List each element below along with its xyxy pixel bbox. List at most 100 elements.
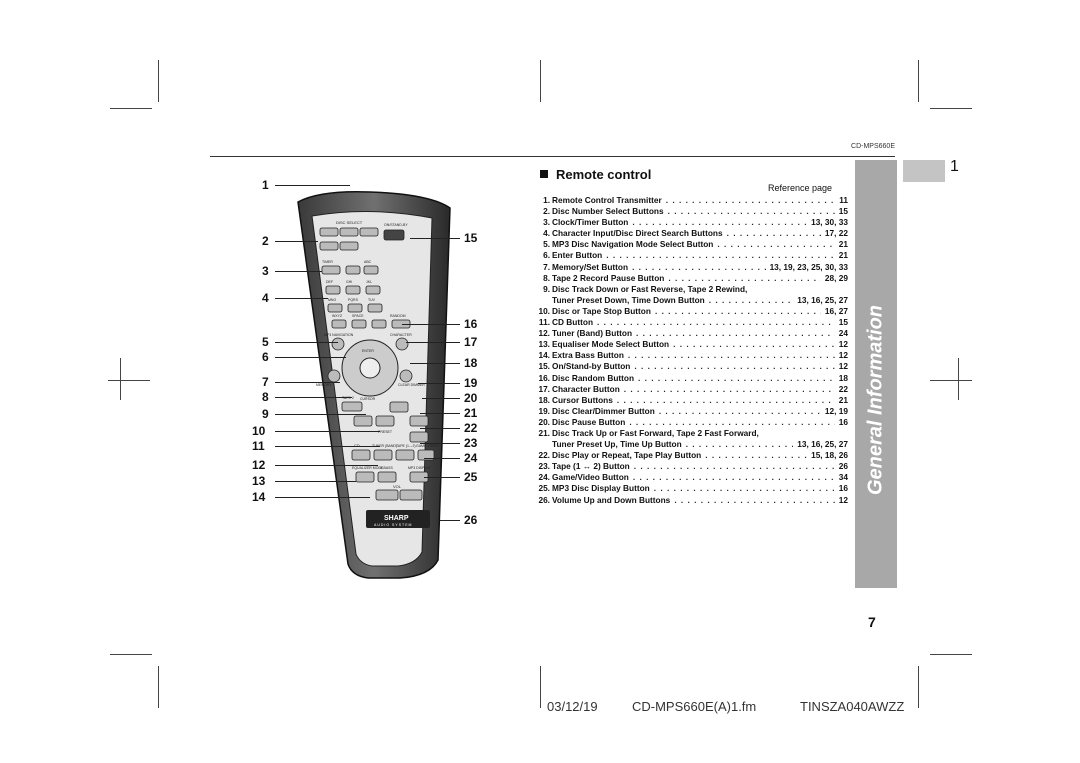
item-label: Disc Play or Repeat, Tape Play Button bbox=[552, 450, 702, 461]
key-8-button bbox=[367, 303, 383, 313]
chapter-tab bbox=[903, 160, 945, 182]
key-1-button bbox=[345, 265, 361, 275]
reference-heading: Reference page bbox=[768, 183, 833, 193]
leader-line bbox=[275, 414, 366, 415]
item-reference: 26 bbox=[838, 461, 848, 472]
chapter-number: 1 bbox=[950, 158, 959, 175]
leader-line bbox=[420, 443, 460, 444]
on-standby-label: ON/STAND-BY bbox=[384, 223, 408, 227]
key-6-button bbox=[327, 303, 343, 313]
key-4-button bbox=[345, 285, 361, 295]
item-reference: 12 bbox=[838, 350, 848, 361]
list-item: 26.Volume Up and Down Buttons12 bbox=[538, 495, 848, 506]
item-label: Disc Clear/Dimmer Button bbox=[552, 405, 655, 416]
item-label: Disc Random Button bbox=[552, 372, 635, 383]
leader-dots bbox=[709, 295, 794, 306]
character-button bbox=[395, 337, 409, 351]
leader-dots bbox=[634, 361, 834, 372]
callout-number: 3 bbox=[262, 264, 269, 278]
leader-line bbox=[275, 298, 328, 299]
fast-forward-button bbox=[409, 415, 429, 427]
item-number: 8. bbox=[543, 272, 550, 283]
leader-line bbox=[424, 477, 460, 478]
list-item: 24.Game/Video Button34 bbox=[538, 472, 848, 483]
footer-date: 03/12/19 bbox=[547, 699, 598, 714]
item-reference: 11 bbox=[839, 195, 848, 205]
list-item: 18.Cursor Buttons21 bbox=[538, 395, 848, 406]
item-number: 6. bbox=[543, 250, 550, 261]
item-reference: 21 bbox=[838, 250, 848, 261]
item-reference: 12, 19 bbox=[824, 405, 848, 416]
ghi-label: GHI bbox=[346, 280, 352, 284]
leader-dots bbox=[668, 273, 821, 284]
list-item: 9.Disc Track Down or Fast Reverse, Tape … bbox=[538, 284, 848, 295]
leader-dots bbox=[705, 450, 807, 461]
item-label-continued: Tuner Preset Up, Time Up Button bbox=[552, 439, 682, 450]
item-reference: 15 bbox=[838, 206, 848, 217]
callout-number: 19 bbox=[464, 376, 478, 390]
key-9-button bbox=[331, 319, 347, 329]
clear-dimmer-label: CLEAR DIMMER bbox=[398, 383, 425, 387]
disc-4-button bbox=[319, 241, 339, 251]
item-number: 9. bbox=[543, 283, 550, 294]
crop-mark bbox=[930, 108, 972, 109]
list-item: 2.Disc Number Select Buttons15 bbox=[538, 206, 848, 217]
item-number: 16. bbox=[538, 372, 550, 383]
list-item: 13.Equaliser Mode Select Button12 bbox=[538, 339, 848, 350]
leader-line bbox=[402, 324, 460, 325]
leader-dots bbox=[717, 239, 834, 250]
crop-mark bbox=[158, 60, 159, 102]
item-label: CD Button bbox=[552, 317, 594, 328]
disc-1-button bbox=[319, 227, 339, 237]
callout-number: 26 bbox=[464, 513, 478, 527]
equalizer-button bbox=[355, 471, 375, 483]
leader-dots bbox=[727, 228, 821, 239]
item-reference: 22 bbox=[838, 383, 848, 394]
callout-number: 16 bbox=[464, 317, 478, 331]
game-video-button bbox=[417, 449, 435, 461]
crop-mark bbox=[918, 666, 919, 708]
leader-dots bbox=[674, 495, 834, 506]
callout-number: 7 bbox=[262, 375, 269, 389]
disc-3-button bbox=[359, 227, 379, 237]
callout-number: 2 bbox=[262, 234, 269, 248]
item-reference: 16 bbox=[838, 483, 848, 494]
item-reference: 12 bbox=[838, 494, 848, 505]
item-number: 11. bbox=[538, 317, 550, 328]
leader-dots bbox=[668, 206, 835, 217]
mp3-navigation-label: MP3 NAVIGATION bbox=[324, 333, 354, 337]
callout-number: 21 bbox=[464, 406, 478, 420]
disc-5-button bbox=[339, 241, 359, 251]
callout-number: 14 bbox=[252, 490, 266, 504]
item-number: 7. bbox=[543, 261, 550, 272]
leader-dots bbox=[606, 250, 835, 261]
leader-line bbox=[275, 465, 378, 466]
item-number: 23. bbox=[538, 461, 550, 472]
callout-number: 12 bbox=[252, 458, 266, 472]
vol-label: VOL bbox=[393, 484, 402, 489]
model-tag: CD-MPS660E bbox=[851, 143, 895, 150]
section-title: Remote control bbox=[540, 167, 651, 182]
callout-number: 5 bbox=[262, 335, 269, 349]
item-reference: 15, 18, 26 bbox=[811, 450, 848, 461]
leader-line bbox=[275, 446, 380, 447]
on-standby-button bbox=[383, 229, 405, 241]
list-item: 8.Tape 2 Record Pause Button28, 29 bbox=[538, 273, 848, 284]
tuner-button bbox=[373, 449, 393, 461]
leader-line bbox=[406, 342, 460, 343]
leader-dots bbox=[632, 262, 766, 273]
leader-line bbox=[424, 458, 460, 459]
leader-dots bbox=[597, 317, 835, 328]
callout-number: 4 bbox=[262, 291, 269, 305]
item-number: 1. bbox=[543, 195, 550, 205]
list-item: 6.Enter Button21 bbox=[538, 250, 848, 261]
leader-dots bbox=[633, 472, 835, 483]
crop-mark bbox=[930, 654, 972, 655]
header-rule bbox=[210, 156, 895, 157]
item-label: Cursor Buttons bbox=[552, 394, 613, 405]
x-bass-button bbox=[377, 471, 397, 483]
tape-label: TAPE (1↔2) bbox=[396, 444, 416, 448]
list-item: 23.Tape (1 ↔ 2) Button26 bbox=[538, 461, 848, 472]
leader-line bbox=[275, 342, 338, 343]
audio-system-label: AUDIO SYSTEM bbox=[374, 523, 412, 527]
